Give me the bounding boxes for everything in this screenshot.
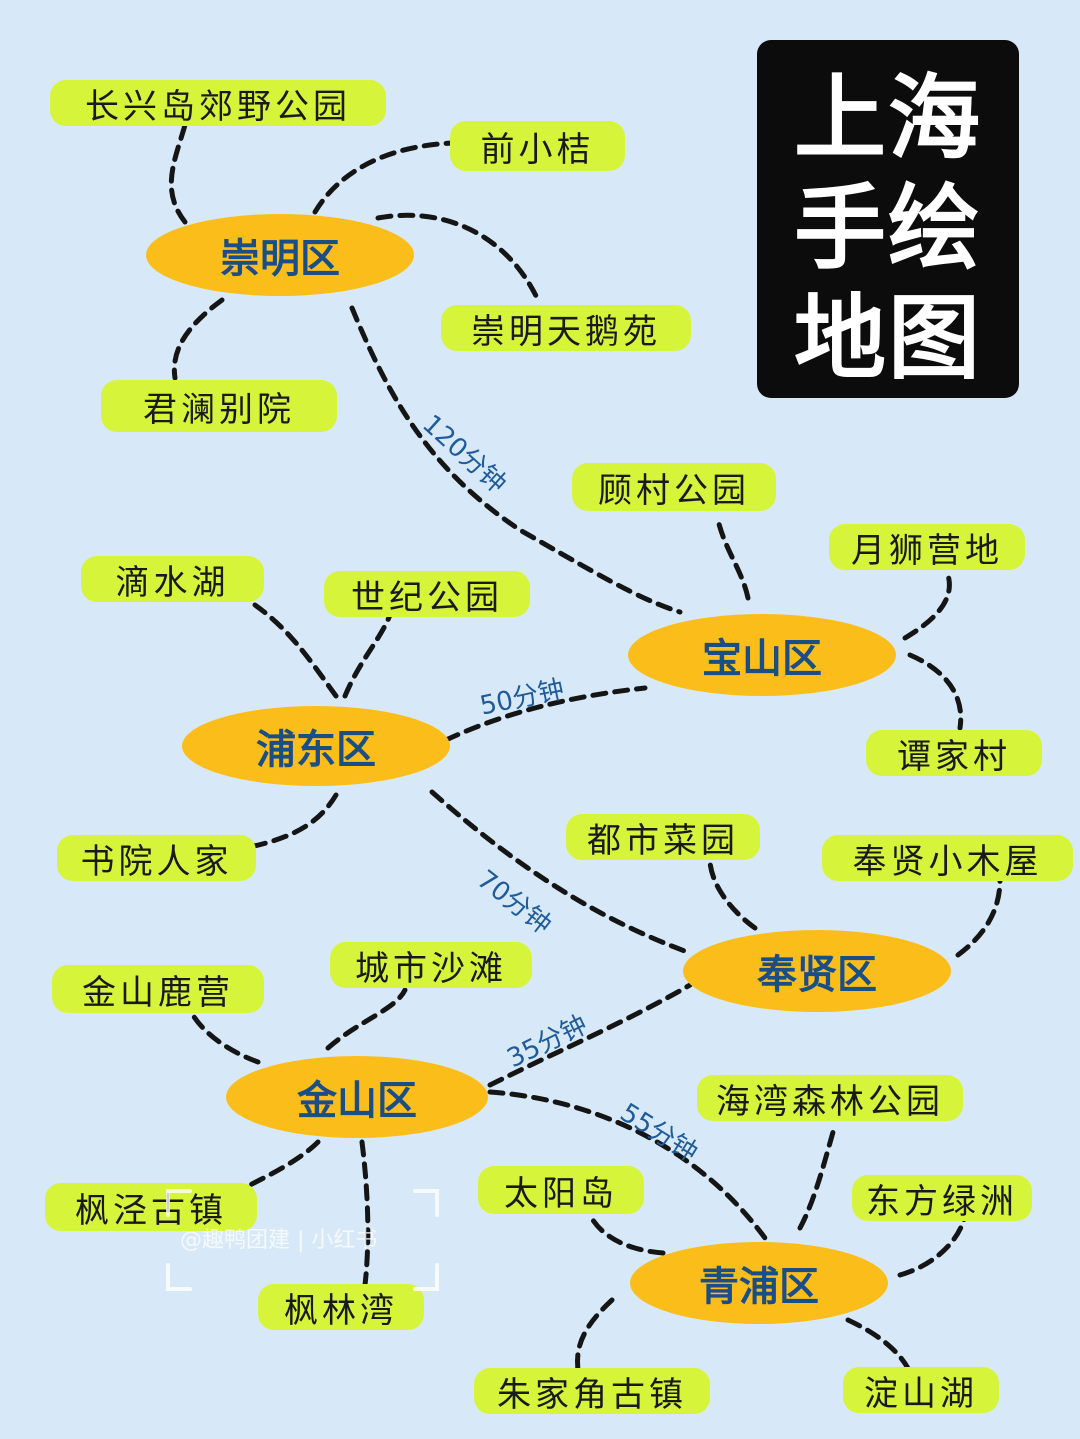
spot-shuyuanrenjia: 书院人家 (57, 835, 256, 882)
link-jinshan-fenglin (359, 1139, 371, 1288)
link-jinshan-qingpu (487, 1089, 768, 1241)
link-chongming-junlan (171, 297, 225, 381)
link-chongming-changxingdao (168, 122, 188, 225)
district-fengxian: 奉贤区 (683, 930, 951, 1012)
spot-tanjiacun: 谭家村 (866, 730, 1042, 777)
link-jinshan-fengjing (237, 1139, 321, 1193)
spot-shijipark: 世纪公园 (324, 571, 530, 618)
spot-jinshanluying: 金山鹿营 (52, 965, 264, 1013)
link-baoshan-gucun (715, 517, 751, 601)
spot-dushicaiyuan: 都市菜园 (566, 814, 760, 861)
link-fengxian-dushi (707, 859, 758, 931)
district-chongming: 崇明区 (146, 214, 414, 296)
link-qingpu-dianshan (845, 1317, 913, 1375)
link-qingpu-zhujiajiao (574, 1297, 615, 1373)
district-jinshan: 金山区 (226, 1056, 488, 1138)
title-line-1: 上海 (793, 65, 982, 172)
spot-chongmingtianeyuan: 崇明天鹅苑 (441, 305, 691, 352)
district-pudong: 浦东区 (182, 706, 450, 786)
link-chongming-baoshan (349, 305, 683, 615)
spot-yueshiyingdi: 月狮营地 (829, 524, 1025, 571)
spot-haiwanforest: 海湾森林公园 (697, 1075, 963, 1122)
link-chongming-tianeyuan (375, 212, 541, 303)
district-qingpu: 青浦区 (630, 1242, 888, 1324)
spot-gucunpark: 顾村公园 (572, 463, 776, 511)
spot-chengshishatan: 城市沙滩 (330, 942, 532, 989)
spot-fengjinggu: 枫泾古镇 (45, 1183, 257, 1231)
link-pudong-dishui (252, 602, 339, 699)
title-line-2: 手绘 (793, 175, 982, 282)
spot-dishuihu: 滴水湖 (81, 556, 264, 603)
spot-dongfanglvzhou: 东方绿洲 (852, 1175, 1032, 1222)
spot-fenglinwan: 枫林湾 (258, 1284, 424, 1331)
title-line-3: 地图 (793, 285, 982, 392)
link-fengxian-xiaomuwu (955, 877, 1003, 958)
link-baoshan-tanjia (907, 652, 964, 731)
link-pudong-fengxian (429, 789, 693, 956)
district-baoshan: 宝山区 (628, 614, 896, 696)
link-pudong-baoshan (443, 685, 648, 743)
link-jinshan-fengxian (487, 982, 693, 1088)
spot-junlanbieyuan: 君澜别院 (101, 380, 337, 432)
link-jinshan-shatan (325, 987, 408, 1051)
link-baoshan-yueshi (902, 572, 952, 641)
spot-changxingdao: 长兴岛郊野公园 (50, 80, 386, 127)
link-qingpu-haiwan (797, 1122, 838, 1231)
link-chongming-qianxiaoju (312, 140, 458, 215)
link-pudong-shiji (342, 612, 393, 699)
link-qingpu-dongfang (897, 1212, 968, 1278)
link-jinshan-luying (187, 1007, 261, 1065)
spot-fengxianxiaomuwu: 奉贤小木屋 (822, 835, 1073, 882)
title-box: 上海 手绘 地图 (757, 40, 1019, 398)
spot-zhujiajiao: 朱家角古镇 (474, 1368, 710, 1415)
watermark-frame (166, 1189, 439, 1291)
spot-qianxiaoju: 前小桔 (450, 121, 625, 171)
spot-dianshanhu: 淀山湖 (843, 1367, 999, 1414)
watermark-text: @趣鸭团建 | 小红书 (180, 1228, 378, 1253)
link-qingpu-taiyang (587, 1212, 666, 1256)
spot-taiyangdao: 太阳岛 (478, 1166, 644, 1214)
